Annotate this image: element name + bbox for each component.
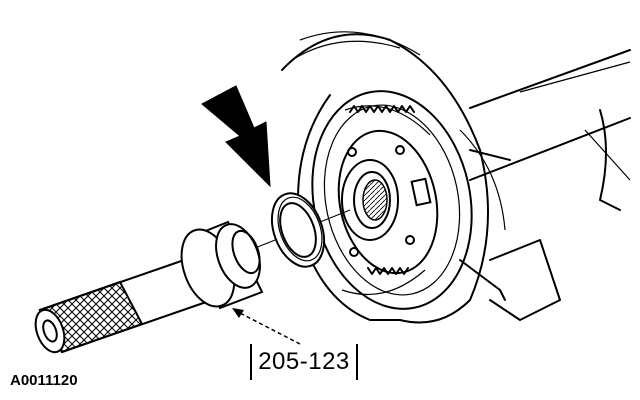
axle-tube	[469, 49, 631, 211]
seal-installer-tool	[34, 220, 264, 354]
brake-shoe-assembly	[311, 90, 511, 310]
tool-number-label: 205-123	[250, 344, 358, 380]
axle-seal	[270, 192, 326, 268]
tool-label-leader	[237, 311, 301, 345]
figure-id: A0011120	[10, 372, 78, 389]
backing-plate	[281, 31, 561, 324]
tool-number-text: 205-123	[258, 348, 350, 375]
install-direction-arrow	[201, 85, 271, 188]
